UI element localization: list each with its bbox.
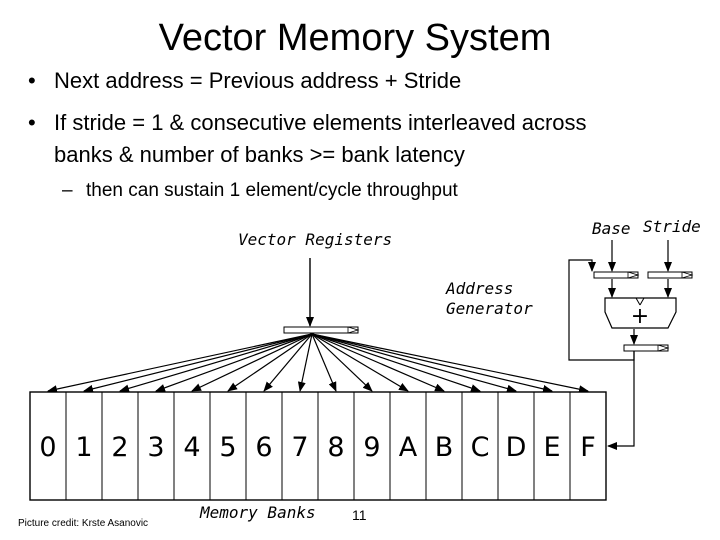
bullet-2-continuation: banks & number of banks >= bank latency xyxy=(54,142,465,167)
connection-to-bank-6 xyxy=(263,333,313,392)
bank-label-7: 7 xyxy=(291,432,308,463)
bank-label-6: 6 xyxy=(255,432,272,463)
connection-to-bank-7 xyxy=(297,333,313,392)
connection-to-bank-D xyxy=(311,333,517,393)
connection-to-bank-3 xyxy=(155,333,313,392)
register-latch-clock xyxy=(347,326,360,334)
bank-label-A: A xyxy=(399,432,418,463)
bank-label-F: F xyxy=(580,432,596,463)
address-generator-label-line2: Generator xyxy=(446,299,533,318)
register-to-bank-connections xyxy=(47,333,589,394)
bullet-1: • Next address = Previous address + Strid… xyxy=(28,66,461,96)
connection-to-bank-5 xyxy=(227,333,313,392)
bank-label-D: D xyxy=(506,432,527,463)
bullet-dot: • xyxy=(28,68,36,93)
connection-to-bank-8 xyxy=(311,333,337,392)
sub-bullet-dash: – xyxy=(62,180,73,201)
bank-label-3: 3 xyxy=(147,432,164,463)
memory-banks-label: Memory Banks xyxy=(200,503,316,522)
connection-to-bank-9 xyxy=(311,333,373,392)
bank-label-B: B xyxy=(435,432,454,463)
adder-plus-symbol: + xyxy=(631,304,649,329)
vector-registers-label: Vector Registers xyxy=(238,230,393,249)
connection-to-bank-4 xyxy=(191,333,313,392)
connection-to-bank-0 xyxy=(47,333,313,394)
bank-label-8: 8 xyxy=(327,432,344,463)
register-latch xyxy=(283,326,359,334)
bank-label-E: E xyxy=(543,432,560,463)
bank-label-4: 4 xyxy=(183,432,200,463)
adder-notch-right xyxy=(639,297,645,306)
stride-latch-clock xyxy=(681,271,694,279)
adder-notch-left xyxy=(635,297,641,306)
base-latch-clock xyxy=(627,271,640,279)
bullet-2: • If stride = 1 & consecutive elements in… xyxy=(28,108,587,138)
bullet-dot: • xyxy=(28,110,36,135)
bullet-1-text: Next address = Previous address + Stride xyxy=(54,68,462,93)
address-generator-label-line1: Address xyxy=(446,279,514,298)
bank-label-9: 9 xyxy=(363,432,380,463)
page-number: 11 xyxy=(352,507,367,523)
bank-label-0: 0 xyxy=(39,432,56,463)
connection-to-bank-F xyxy=(311,333,589,394)
address-to-banks-arrow xyxy=(607,351,635,450)
connection-to-bank-B xyxy=(311,333,445,392)
bank-label-5: 5 xyxy=(219,432,236,463)
connection-to-bank-A xyxy=(311,333,409,392)
sub-bullet-text: then can sustain 1 element/cycle through… xyxy=(86,180,458,201)
bank-label-C: C xyxy=(471,432,490,463)
slide-title: Vector Memory System xyxy=(158,17,552,59)
base-label: Base xyxy=(592,219,631,238)
connection-to-bank-C xyxy=(311,333,481,392)
connection-to-bank-1 xyxy=(83,333,313,393)
sub-bullet: –then can sustain 1 element/cycle throug… xyxy=(62,177,458,205)
connection-to-bank-2 xyxy=(119,333,313,393)
bank-label-2: 2 xyxy=(111,432,128,463)
adder xyxy=(604,297,677,329)
address-latch-clock xyxy=(657,344,670,352)
stride-label: Stride xyxy=(643,217,701,236)
connection-to-bank-E xyxy=(311,333,553,393)
picture-credit: Picture credit: Krste Asanovic xyxy=(18,518,149,529)
bullet-2-text: If stride = 1 & consecutive elements int… xyxy=(54,110,587,135)
bank-label-1: 1 xyxy=(75,432,92,463)
